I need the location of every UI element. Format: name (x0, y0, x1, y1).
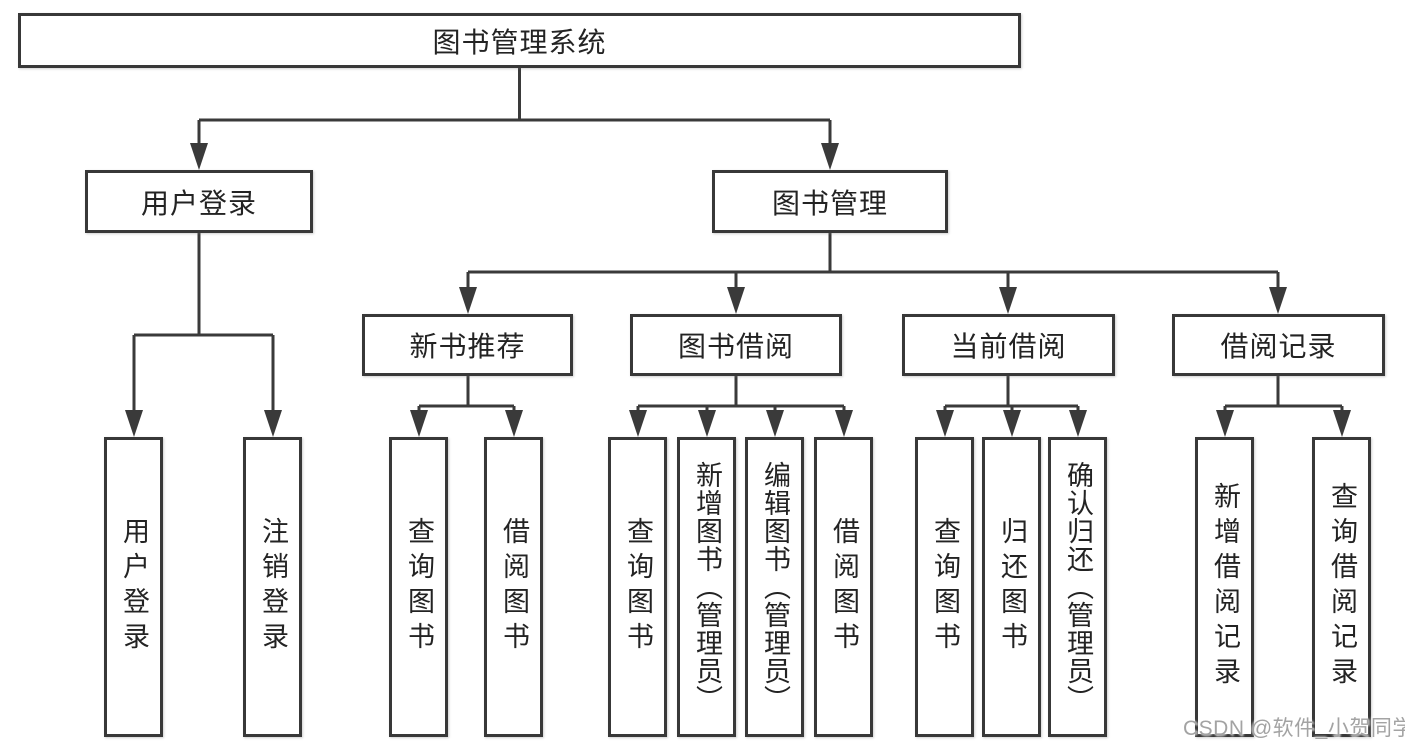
leaf-label: 新增图书（管理员） (692, 461, 722, 713)
leaf-query-book-current: 查询图书 (915, 437, 974, 737)
leaf-edit-book-admin: 编辑图书（管理员） (745, 437, 804, 737)
node-label: 图书借阅 (677, 331, 794, 362)
csdn-watermark: CSDN @软件_小贺同学 (1183, 717, 1405, 740)
leaf-borrow-book-recommend: 借阅图书 (484, 437, 543, 737)
node-new-book-recommend: 新书推荐 (362, 314, 573, 376)
leaf-user-login: 用户登录 (104, 437, 163, 737)
node-user-login-group: 用户登录 (85, 170, 313, 233)
leaf-label: 确认归还（管理员） (1063, 461, 1093, 713)
node-label: 新书推荐 (409, 331, 526, 362)
node-label: 用户登录 (140, 187, 257, 219)
leaf-confirm-return-admin: 确认归还（管理员） (1048, 437, 1107, 737)
leaf-label: 新增借阅记录 (1210, 482, 1240, 692)
leaf-query-borrow-record: 查询借阅记录 (1312, 437, 1371, 737)
node-book-management-group: 图书管理 (712, 170, 948, 233)
leaf-label: 编辑图书（管理员） (760, 461, 790, 713)
node-current-borrow: 当前借阅 (902, 314, 1115, 376)
leaf-label: 查询图书 (623, 517, 653, 657)
arrowheads (125, 143, 1351, 437)
leaf-add-book-admin: 新增图书（管理员） (677, 437, 736, 737)
node-label: 图书管理 (771, 187, 888, 219)
leaf-logout: 注销登录 (243, 437, 302, 737)
node-book-borrow: 图书借阅 (630, 314, 842, 376)
leaf-label: 查询借阅记录 (1327, 482, 1357, 692)
leaf-add-borrow-record: 新增借阅记录 (1195, 437, 1254, 737)
leaf-label: 查询图书 (404, 517, 434, 657)
node-borrow-record: 借阅记录 (1172, 314, 1385, 376)
leaf-query-book-borrow: 查询图书 (608, 437, 667, 737)
leaf-return-book: 归还图书 (982, 437, 1041, 737)
leaf-label: 查询图书 (930, 517, 960, 657)
leaf-label: 归还图书 (997, 517, 1027, 657)
node-label: 借阅记录 (1220, 331, 1337, 362)
leaf-borrow-book: 借阅图书 (814, 437, 873, 737)
leaf-label: 注销登录 (258, 517, 288, 657)
leaf-label: 借阅图书 (499, 517, 529, 657)
leaf-label: 用户登录 (119, 517, 149, 657)
node-label: 当前借阅 (950, 331, 1067, 362)
node-label: 图书管理系统 (432, 26, 607, 58)
leaf-query-book-recommend: 查询图书 (389, 437, 448, 737)
leaf-label: 借阅图书 (829, 517, 859, 657)
node-system-root: 图书管理系统 (18, 13, 1021, 68)
